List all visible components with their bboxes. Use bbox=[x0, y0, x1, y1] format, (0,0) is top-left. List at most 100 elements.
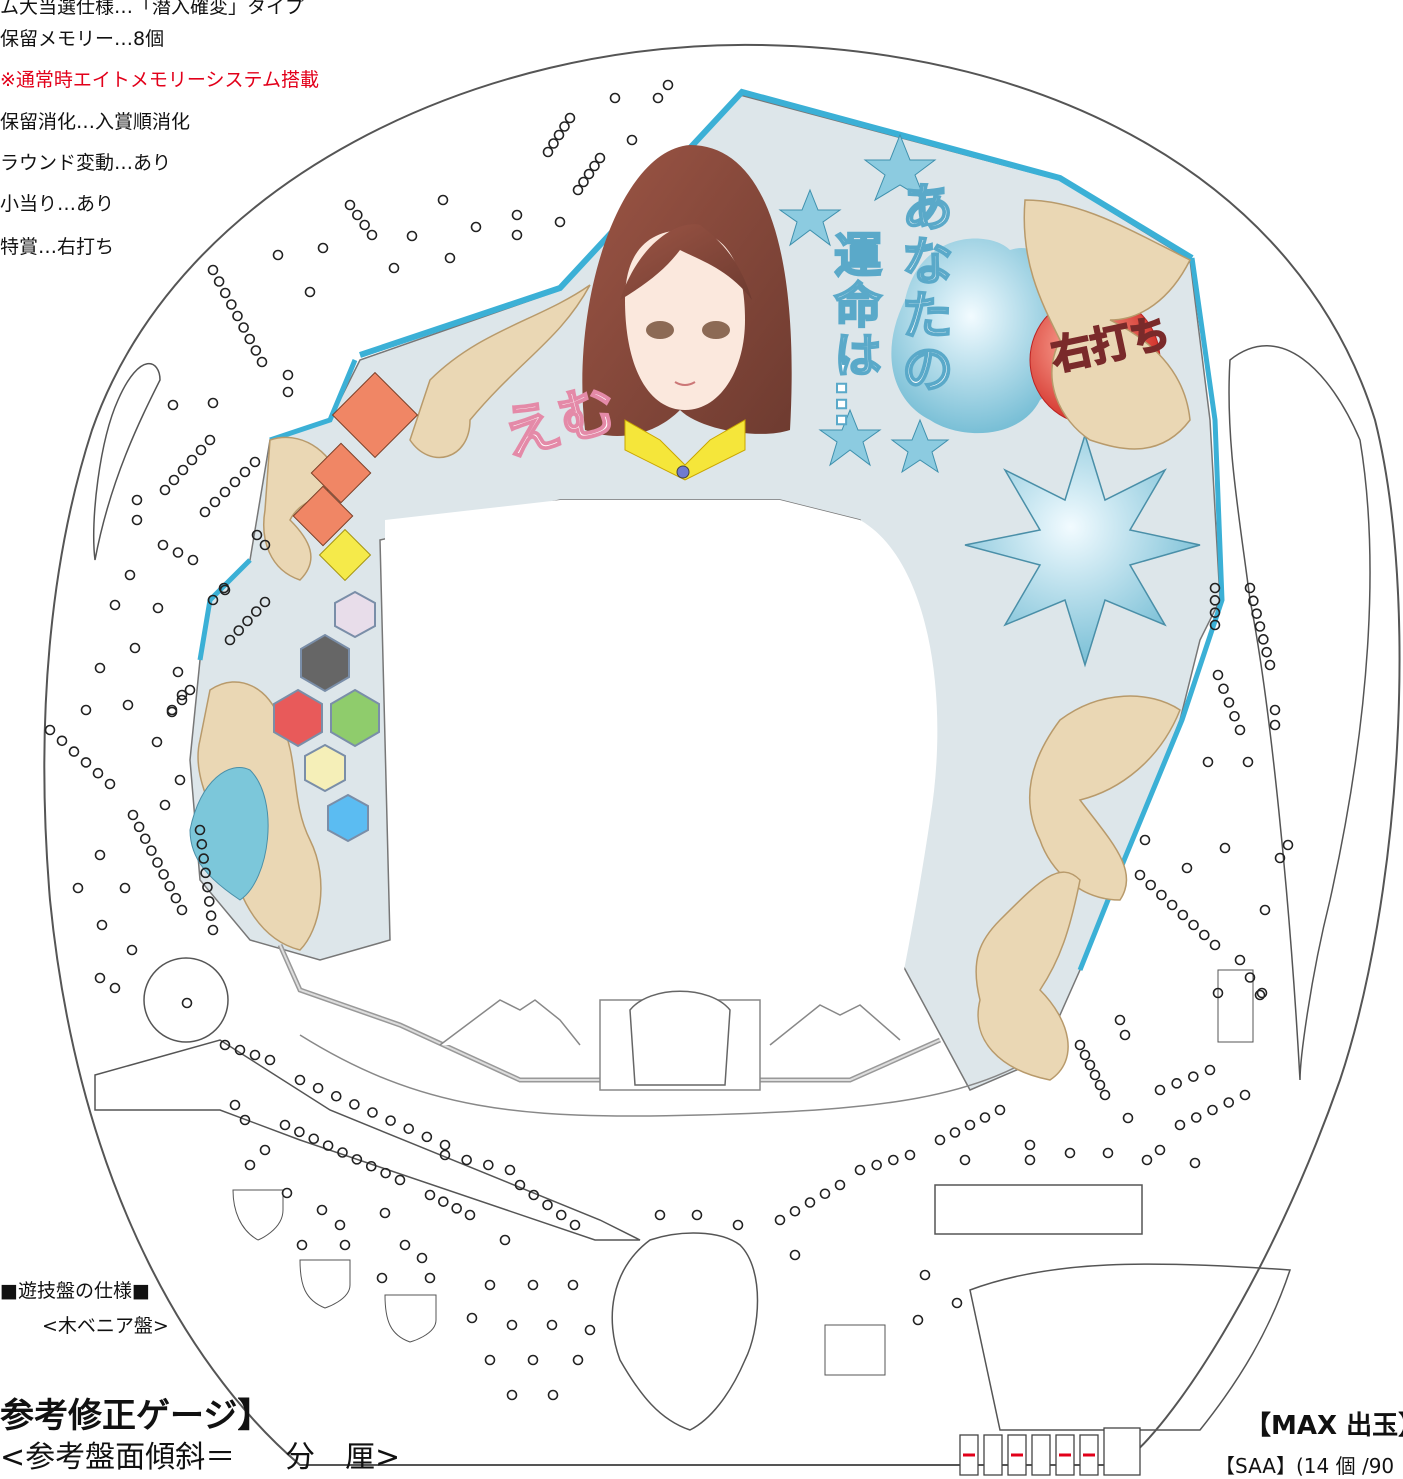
peg bbox=[203, 896, 215, 907]
peg bbox=[528, 1189, 540, 1201]
peg bbox=[1212, 987, 1224, 999]
peg bbox=[1074, 1039, 1086, 1051]
peg bbox=[379, 1207, 391, 1219]
peg bbox=[1171, 1078, 1182, 1089]
max-payout-title: 【MAX 出玉】 bbox=[1245, 1411, 1403, 1441]
peg bbox=[554, 216, 566, 228]
peg bbox=[483, 1159, 494, 1171]
peg bbox=[979, 1112, 991, 1123]
peg bbox=[365, 1160, 377, 1172]
peg bbox=[308, 1133, 320, 1145]
peg bbox=[146, 845, 157, 856]
peg bbox=[564, 112, 576, 124]
character-eye-right bbox=[702, 321, 730, 339]
peg bbox=[232, 310, 243, 322]
peg bbox=[68, 746, 80, 757]
peg bbox=[234, 1044, 246, 1056]
peg bbox=[1166, 899, 1178, 911]
peg bbox=[567, 1279, 579, 1291]
peg bbox=[464, 1209, 476, 1221]
peg bbox=[542, 146, 554, 158]
peg bbox=[388, 262, 400, 274]
peg bbox=[1254, 621, 1266, 632]
peg bbox=[578, 176, 589, 188]
peg bbox=[1258, 634, 1269, 645]
peg bbox=[1024, 1139, 1036, 1151]
spec-line-special: 特賞…右打ち bbox=[0, 236, 115, 258]
peg bbox=[109, 982, 121, 994]
peg bbox=[92, 767, 104, 779]
peg bbox=[569, 1219, 581, 1231]
peg bbox=[312, 1082, 324, 1094]
peg bbox=[1234, 724, 1246, 736]
peg bbox=[919, 1269, 931, 1281]
peg bbox=[259, 596, 271, 608]
peg bbox=[170, 892, 182, 904]
peg bbox=[444, 252, 456, 264]
attacker-pocket bbox=[934, 1184, 1143, 1235]
peg bbox=[652, 92, 664, 104]
peg bbox=[1269, 704, 1281, 716]
left-windmill bbox=[143, 957, 229, 1043]
peg bbox=[871, 1159, 882, 1171]
pocket-right-1 bbox=[824, 1324, 886, 1376]
peg bbox=[1248, 595, 1259, 607]
peg bbox=[1064, 1147, 1076, 1159]
peg bbox=[1234, 954, 1246, 966]
peg bbox=[44, 724, 56, 736]
lcd-display-area bbox=[385, 500, 938, 1040]
peg bbox=[1256, 987, 1268, 999]
peg bbox=[511, 209, 523, 221]
peg bbox=[789, 1205, 801, 1217]
peg bbox=[94, 972, 106, 984]
peg bbox=[177, 464, 189, 476]
peg bbox=[339, 1239, 351, 1251]
peg bbox=[553, 129, 565, 141]
peg bbox=[282, 369, 294, 381]
spec-line-jackpot: ム大当選仕様…「潜入確変」タイプ bbox=[0, 0, 305, 18]
peg bbox=[233, 625, 245, 636]
peg bbox=[330, 1090, 342, 1102]
peg bbox=[251, 529, 263, 541]
peg bbox=[195, 444, 207, 456]
peg bbox=[119, 882, 131, 894]
peg bbox=[94, 849, 106, 861]
peg bbox=[249, 1049, 261, 1061]
character-eye-left bbox=[646, 321, 674, 339]
peg bbox=[1244, 972, 1256, 983]
gauge-tilt-unit-rin: 厘> bbox=[345, 1440, 401, 1475]
peg bbox=[152, 857, 163, 868]
max-payout-sub: 【SAA】(14 個 /90 bbox=[1215, 1454, 1395, 1478]
peg bbox=[164, 880, 176, 892]
peg bbox=[1114, 1014, 1126, 1026]
peg bbox=[229, 476, 241, 488]
peg bbox=[888, 1154, 899, 1166]
peg bbox=[172, 547, 184, 558]
peg bbox=[466, 1312, 478, 1324]
pocket-left-2 bbox=[299, 1259, 351, 1309]
starburst bbox=[964, 432, 1201, 668]
peg bbox=[226, 299, 237, 310]
peg bbox=[133, 821, 145, 833]
peg bbox=[691, 1209, 703, 1221]
peg bbox=[259, 1144, 271, 1156]
peg bbox=[547, 1389, 559, 1401]
peg bbox=[294, 1126, 305, 1138]
peg bbox=[1174, 1119, 1186, 1131]
peg bbox=[421, 1131, 433, 1143]
stage-center-orb bbox=[629, 990, 731, 1086]
peg bbox=[168, 474, 180, 486]
peg bbox=[1099, 1089, 1111, 1101]
peg bbox=[732, 1219, 744, 1231]
peg bbox=[317, 242, 329, 254]
peg bbox=[594, 152, 606, 164]
peg bbox=[152, 602, 164, 614]
stage-floor bbox=[299, 1034, 1061, 1117]
peg bbox=[1209, 595, 1221, 606]
peg bbox=[555, 1209, 567, 1221]
peg bbox=[1209, 939, 1221, 951]
peg bbox=[72, 882, 84, 894]
board-outer-edge bbox=[43, 43, 1401, 1466]
peg bbox=[202, 881, 213, 893]
